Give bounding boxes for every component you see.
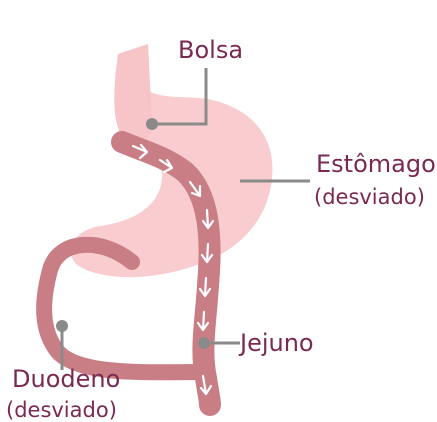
dot-duodeno bbox=[56, 320, 68, 332]
label-bolsa: Bolsa bbox=[178, 36, 243, 64]
label-duodeno-sub: (desviado) bbox=[6, 397, 117, 422]
dot-jejuno bbox=[198, 337, 210, 349]
pouch-shape bbox=[114, 44, 152, 145]
label-estomago: Estômago bbox=[316, 150, 436, 178]
label-jejuno: Jejuno bbox=[240, 329, 314, 357]
label-estomago-sub: (desviado) bbox=[314, 184, 425, 210]
dot-bolsa bbox=[146, 118, 158, 130]
label-duodeno: Duodeno bbox=[12, 365, 120, 393]
